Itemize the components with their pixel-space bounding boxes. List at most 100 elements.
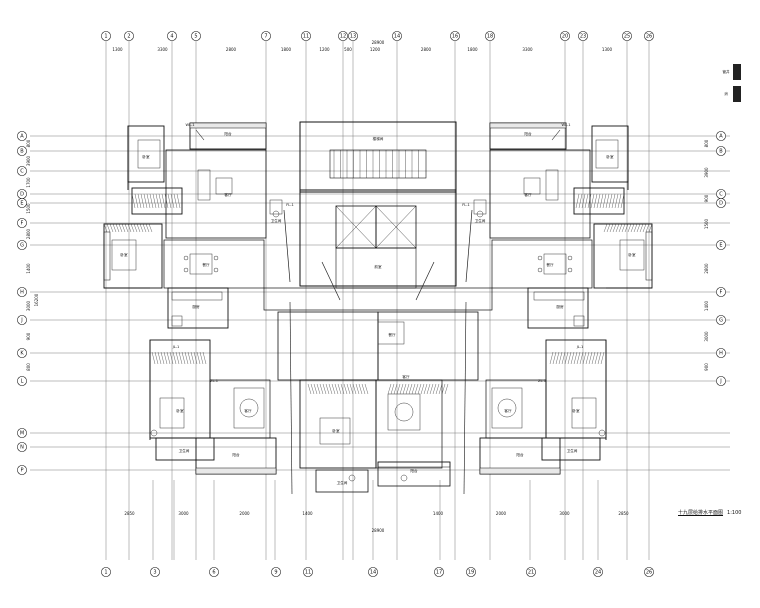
closet-hatch	[170, 193, 175, 209]
toilet-lower-mirror	[598, 429, 606, 437]
dim-text-left: 3000	[26, 300, 31, 311]
axis-top-label: 13	[350, 33, 356, 39]
closet-lower-hatch	[196, 351, 201, 365]
unit-divider-mirror	[463, 301, 467, 495]
core-top-wall	[299, 121, 457, 193]
room-label-balcony-lower-mirror: 阳台	[516, 452, 524, 457]
dim-text-left: 1400	[26, 263, 31, 274]
closet-lower-hatch-mirror	[579, 351, 584, 365]
closet-lower-hatch-mirror	[564, 351, 569, 365]
closet-lower-hatch-mirror	[573, 351, 578, 365]
central-closet-hatch	[337, 383, 342, 395]
closet-lower-hatch	[151, 351, 156, 365]
kitchen-counter	[171, 291, 223, 301]
closet-lower-hatch	[175, 351, 180, 365]
window-hatch-mirror	[642, 223, 647, 233]
window-hatch	[118, 223, 123, 233]
axis-bottom-label-circle	[434, 567, 444, 577]
axis-bottom-label-circle	[271, 567, 281, 577]
chair-mirror	[567, 267, 573, 273]
closet-hatch	[140, 193, 145, 209]
central-closet-hatch	[358, 383, 363, 395]
bedroom-top-wall-mirror	[591, 125, 629, 183]
axis-bottom-label-circle	[101, 567, 111, 577]
shaft-label: ZL-1	[210, 379, 218, 383]
dim-tick	[404, 517, 407, 520]
window-hatch	[136, 223, 141, 233]
axis-left-label: N	[20, 444, 24, 450]
axis-left-label-circle	[17, 376, 27, 386]
axis-top-label: 18	[487, 33, 493, 39]
dim-text-top: 3300	[522, 47, 533, 52]
axis-bottom-label: 6	[212, 569, 215, 575]
window-hatch	[142, 223, 147, 233]
axis-bottom-label: 11	[305, 569, 311, 575]
axis-bottom-label: 19	[468, 569, 474, 575]
window-hatch-mirror	[645, 223, 650, 233]
window-hatch-mirror	[609, 223, 614, 233]
room-label-living-mirror: 客厅	[524, 192, 532, 197]
closet-lower-hatch	[193, 351, 198, 365]
axis-top-label-circle	[485, 31, 495, 41]
dim-text-top: 1300	[602, 47, 613, 52]
axis-bottom-label: 26	[646, 569, 652, 575]
wash-basin-mirror	[473, 199, 487, 215]
dim-text-left: 1500	[26, 203, 31, 214]
axis-left-label-circle	[17, 465, 27, 475]
stair-flights-box	[329, 149, 427, 179]
window-hatch	[130, 223, 135, 233]
sofa	[197, 169, 211, 201]
axis-bottom-label-circle	[209, 567, 219, 577]
dim-text-bottom: 2850	[618, 511, 629, 516]
closet-hatch-mirror	[611, 193, 616, 209]
window-hatch-mirror	[615, 223, 620, 233]
stove-mirror	[573, 315, 585, 327]
axis-top-label-circle	[644, 31, 654, 41]
axis-right-label-circle	[716, 315, 726, 325]
window-hatch-mirror	[630, 223, 635, 233]
closet-lower-hatch	[187, 351, 192, 365]
dining-wall	[163, 239, 265, 289]
closet-lower-hatch	[166, 351, 171, 365]
closet-lower-hatch-mirror	[588, 351, 593, 365]
axis-left-label: H	[20, 289, 24, 295]
vent-pipe	[195, 129, 205, 141]
closet-hatch-mirror	[590, 193, 595, 209]
central-closet-hatch	[352, 383, 357, 395]
axis-bottom-label: 1	[104, 569, 107, 575]
window-hatch	[112, 223, 117, 233]
dim-text-left-total: 16200	[34, 293, 39, 306]
axis-bottom-label: 21	[528, 569, 534, 575]
shaft-label-mirror: WL-1	[561, 123, 570, 127]
central-closet-hatch-mirror	[438, 383, 443, 395]
closet-lower-hatch-mirror	[567, 351, 572, 365]
chair-mirror	[567, 255, 573, 261]
window-hatch	[106, 223, 111, 233]
study-wall	[131, 187, 183, 215]
axis-left-label: D	[20, 191, 24, 197]
window-hatch-mirror	[612, 223, 617, 233]
dim-text-bottom: 3000	[559, 511, 570, 516]
round-table	[239, 398, 259, 418]
closet-lower-hatch-mirror	[582, 351, 587, 365]
bed-lower	[159, 397, 185, 429]
axis-top-label: 23	[580, 33, 586, 39]
dining-wall-mirror	[491, 239, 593, 289]
kitchen-wall	[167, 287, 229, 329]
dim-text-top: 1300	[112, 47, 123, 52]
window-hatch	[103, 223, 108, 233]
closet-lower-hatch-mirror	[561, 351, 566, 365]
closet-hatch	[143, 193, 148, 209]
axis-right-label: H	[719, 350, 723, 356]
closet-hatch-mirror	[593, 193, 598, 209]
central-round-table	[394, 402, 414, 422]
building-walls	[103, 121, 653, 495]
window-hatch	[124, 223, 129, 233]
shaft-label-mirror: JL-1	[576, 345, 584, 349]
closet-lower-hatch	[202, 351, 207, 365]
closet-hatch	[167, 193, 172, 209]
axis-left-label: E	[20, 200, 23, 206]
room-label-living-lower-mirror: 客厅	[504, 408, 512, 413]
